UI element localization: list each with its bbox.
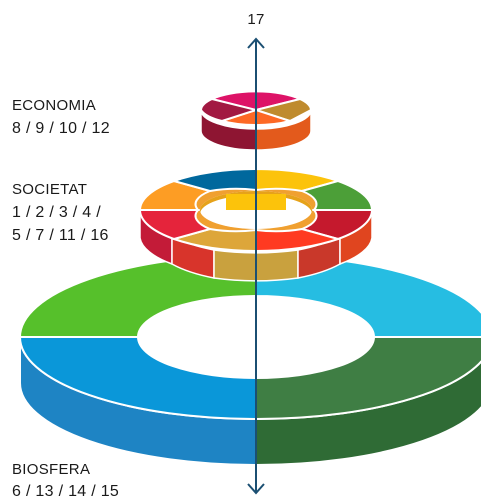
arrow-down-icon [247, 483, 265, 495]
axis-top-label: 17 [247, 11, 264, 28]
economia-wedge-maroon [199, 97, 260, 123]
economia-goals: 8 / 9 / 10 / 12 [12, 120, 110, 137]
biosfera-top-darkgreen [255, 336, 481, 421]
societat-goals-line2: 5 / 7 / 11 / 16 [12, 227, 109, 244]
biosfera-top-blue [18, 336, 257, 421]
economia-title: ECONOMIA [12, 97, 96, 114]
economia-wedge-mustard [252, 97, 313, 123]
axis-17 [247, 37, 265, 495]
biosfera-goals: 6 / 13 / 14 / 15 [12, 483, 119, 500]
biosfera-ring [18, 253, 481, 467]
societat-title: SOCIETAT [12, 181, 87, 198]
societat-goals-line1: 1 / 2 / 3 / 4 / [12, 204, 101, 221]
arrow-up-icon [247, 37, 265, 49]
biosfera-top-green [18, 253, 257, 338]
biosfera-title: BIOSFERA [12, 461, 90, 478]
economia-side-right [255, 109, 312, 151]
